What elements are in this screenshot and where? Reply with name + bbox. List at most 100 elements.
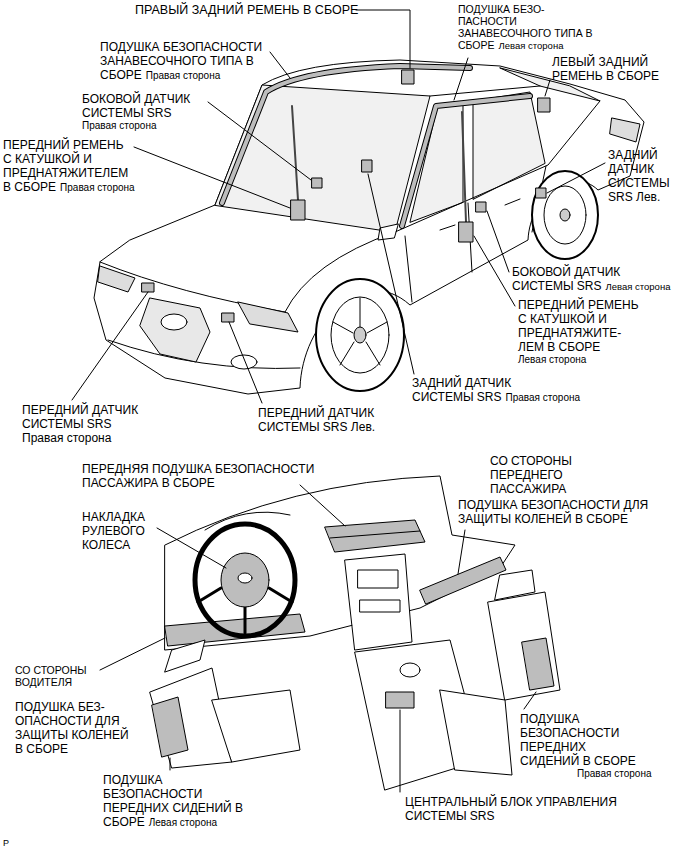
windshield	[215, 85, 430, 232]
side-note: Левая сторона	[499, 40, 564, 51]
leader-line	[100, 638, 165, 670]
part-label: ЛЕВЫЙ ЗАДНИЙ РЕМЕНЬ В СБОРЕ	[552, 55, 659, 83]
curtain-airbag	[402, 96, 530, 226]
label-group: ПЕРЕДНИЙ ДАТЧИК СИСТЕМЫ SRSПравая сторон…	[22, 403, 138, 445]
leader-line	[134, 147, 290, 208]
leader-line	[458, 530, 465, 574]
side-note: Правая сторона	[506, 392, 581, 403]
headlight	[238, 302, 298, 332]
seat-cushion	[440, 690, 512, 775]
label-group: ПОДУШКА БЕЗОПАСНОСТИ ПЕРЕДНИХ СИДЕНИЙ В …	[520, 712, 652, 780]
audio-panel	[358, 570, 398, 588]
side-note: Правая сторона	[82, 120, 190, 132]
leader-line	[524, 692, 536, 709]
part-label: ПЕРЕДНИЙ ДАТЧИК СИСТЕМЫ SRS	[22, 403, 138, 431]
label-group: ПОДУШКА БЕЗОПАСНОСТИ ДЛЯ ЗАЩИТЫ КОЛЕНЕЙ …	[458, 498, 648, 526]
rim	[331, 297, 389, 373]
leader-line	[474, 236, 515, 306]
leader-line	[547, 163, 605, 193]
label-group: ЗАДНИЙ ДАТЧИК СИСТЕМЫ SRS Лев.	[608, 148, 670, 204]
leader-line	[170, 758, 171, 770]
emblem	[238, 573, 252, 583]
part-label: НАКЛАДКА РУЛЕВОГО КОЛЕСА	[82, 510, 145, 552]
steering-wheel	[195, 524, 295, 636]
front-sensor	[222, 313, 234, 322]
hub	[354, 327, 366, 343]
passenger-airbag	[325, 520, 425, 552]
leader-line	[400, 710, 401, 792]
car-body	[94, 60, 644, 394]
curtain-airbag	[402, 96, 530, 226]
curtain-airbag	[222, 66, 470, 203]
label-group: ЛЕВЫЙ ЗАДНИЙ РЕМЕНЬ В СБОРЕ	[552, 55, 659, 83]
rim	[544, 186, 586, 244]
part-label: ЦЕНТРАЛЬНЫЙ БЛОК УПРАВЛЕНИЯ СИСТЕМЫ SRS	[405, 795, 617, 823]
part-label: БОКОВОЙ ДАТЧИК СИСТЕМЫ SRS	[512, 265, 620, 293]
curtain-airbag	[222, 66, 470, 203]
hub	[560, 209, 570, 221]
part-label: СО СТОРОНЫ ВОДИТЕЛЯ	[15, 664, 87, 688]
leader-line	[545, 80, 550, 96]
part-label: ЗАДНИЙ ДАТЧИК СИСТЕМЫ SRS	[412, 376, 511, 404]
rim-spokes	[333, 298, 387, 365]
belt-retractor	[459, 222, 473, 242]
label-group: ПЕРЕДНЯЯ ПОДУШКА БЕЗОПАСНОСТИ ПАССАЖИРА …	[82, 462, 314, 490]
side-note: Правая сторона	[146, 70, 221, 81]
leader-line	[157, 528, 226, 568]
label-group: ПРАВЫЙ ЗАДНИЙ РЕМЕНЬ В СБОРЕ	[135, 3, 358, 18]
label-group: СО СТОРОНЫ ПЕРЕДНЕГО ПАССАЖИРА	[490, 454, 572, 496]
seat-cushion	[212, 690, 300, 762]
emblem	[161, 314, 187, 330]
label-group: ПОДУШКА БЕЗО- ПАСНОСТИ ЗАНАВЕСОЧНОГО ТИП…	[458, 3, 593, 51]
climate-panel	[360, 600, 400, 612]
part-label: ПЕРЕДНЯЯ ПОДУШКА БЕЗОПАСНОСТИ ПАССАЖИРА …	[82, 462, 314, 490]
side-note: Левая сторона	[518, 354, 639, 366]
part-label: ПОДУШКА БЕЗОПАСНОСТИ ПЕРЕДНИХ СИДЕНИЙ В …	[520, 712, 636, 768]
part-label: ПОДУШКА БЕЗ- ОПАСНОСТИ ДЛЯ ЗАЩИТЫ КОЛЕНЕ…	[15, 700, 129, 756]
label-group: БОКОВОЙ ДАТЧИК СИСТЕМЫ SRSПравая сторона	[82, 92, 190, 132]
belt-retractor	[291, 200, 305, 220]
belt-line	[395, 101, 600, 232]
leader-line	[229, 322, 262, 403]
grille	[140, 298, 210, 362]
part-label: ПЕРЕДНИЙ РЕМЕНЬ С КАТУШКОЙ И ПРЕДНАТЯЖИТ…	[518, 298, 639, 354]
door-handle	[440, 199, 520, 230]
label-group: ПОДУШКА БЕЗОПАСНОСТИ ПЕРЕДНИХ СИДЕНИЙ В …	[103, 773, 243, 829]
label-group: P	[3, 838, 9, 849]
rear-belt	[538, 98, 550, 112]
knee-airbag	[420, 557, 506, 604]
center-stack	[345, 554, 412, 650]
cluster-hood	[205, 512, 290, 530]
headlight	[98, 266, 135, 292]
rear-belt	[402, 70, 414, 84]
airbag-detail	[330, 531, 420, 538]
label-group: СО СТОРОНЫ ВОДИТЕЛЯ	[15, 664, 87, 688]
label-group: ПЕРЕДНИЙ РЕМЕНЬ С КАТУШКОЙ И ПРЕДНАТЯЖИТ…	[518, 298, 639, 366]
figure-code: P	[3, 838, 9, 848]
part-label: ПРАВЫЙ ЗАДНИЙ РЕМЕНЬ В СБОРЕ	[135, 3, 358, 17]
leader-line	[72, 292, 148, 400]
front-sensor	[142, 283, 154, 292]
seat-headrest	[165, 640, 205, 672]
label-group: НАКЛАДКА РУЛЕВОГО КОЛЕСА	[82, 510, 145, 552]
rear-sensor	[362, 160, 372, 172]
leader-line	[356, 10, 410, 68]
label-group: БОКОВОЙ ДАТЧИК СИСТЕМЫ SRSЛевая сторона	[512, 265, 670, 293]
taillight	[610, 118, 640, 142]
side-sensor	[312, 178, 322, 188]
label-group: ЗАДНИЙ ДАТЧИК СИСТЕМЫ SRSПравая сторона	[412, 376, 580, 404]
side-window	[473, 92, 545, 199]
side-note: Правая сторона	[22, 431, 138, 445]
side-note: Правая сторона	[577, 768, 652, 780]
belt-webbing	[462, 112, 466, 222]
part-label: ПОДУШКА БЕЗОПАСНОСТИ ДЛЯ ЗАЩИТЫ КОЛЕНЕЙ …	[458, 498, 648, 526]
srs-ecu	[386, 692, 414, 708]
rear-sensor	[536, 188, 546, 198]
part-label: БОКОВОЙ ДАТЧИК СИСТЕМЫ SRS	[82, 92, 190, 120]
leader-line	[300, 485, 345, 526]
part-label: ПЕРЕДНИЙ ДАТЧИК СИСТЕМЫ SRS Лев.	[258, 406, 375, 434]
steering-pad	[221, 553, 269, 607]
leader-line	[368, 174, 414, 374]
shift-knob	[400, 663, 420, 677]
